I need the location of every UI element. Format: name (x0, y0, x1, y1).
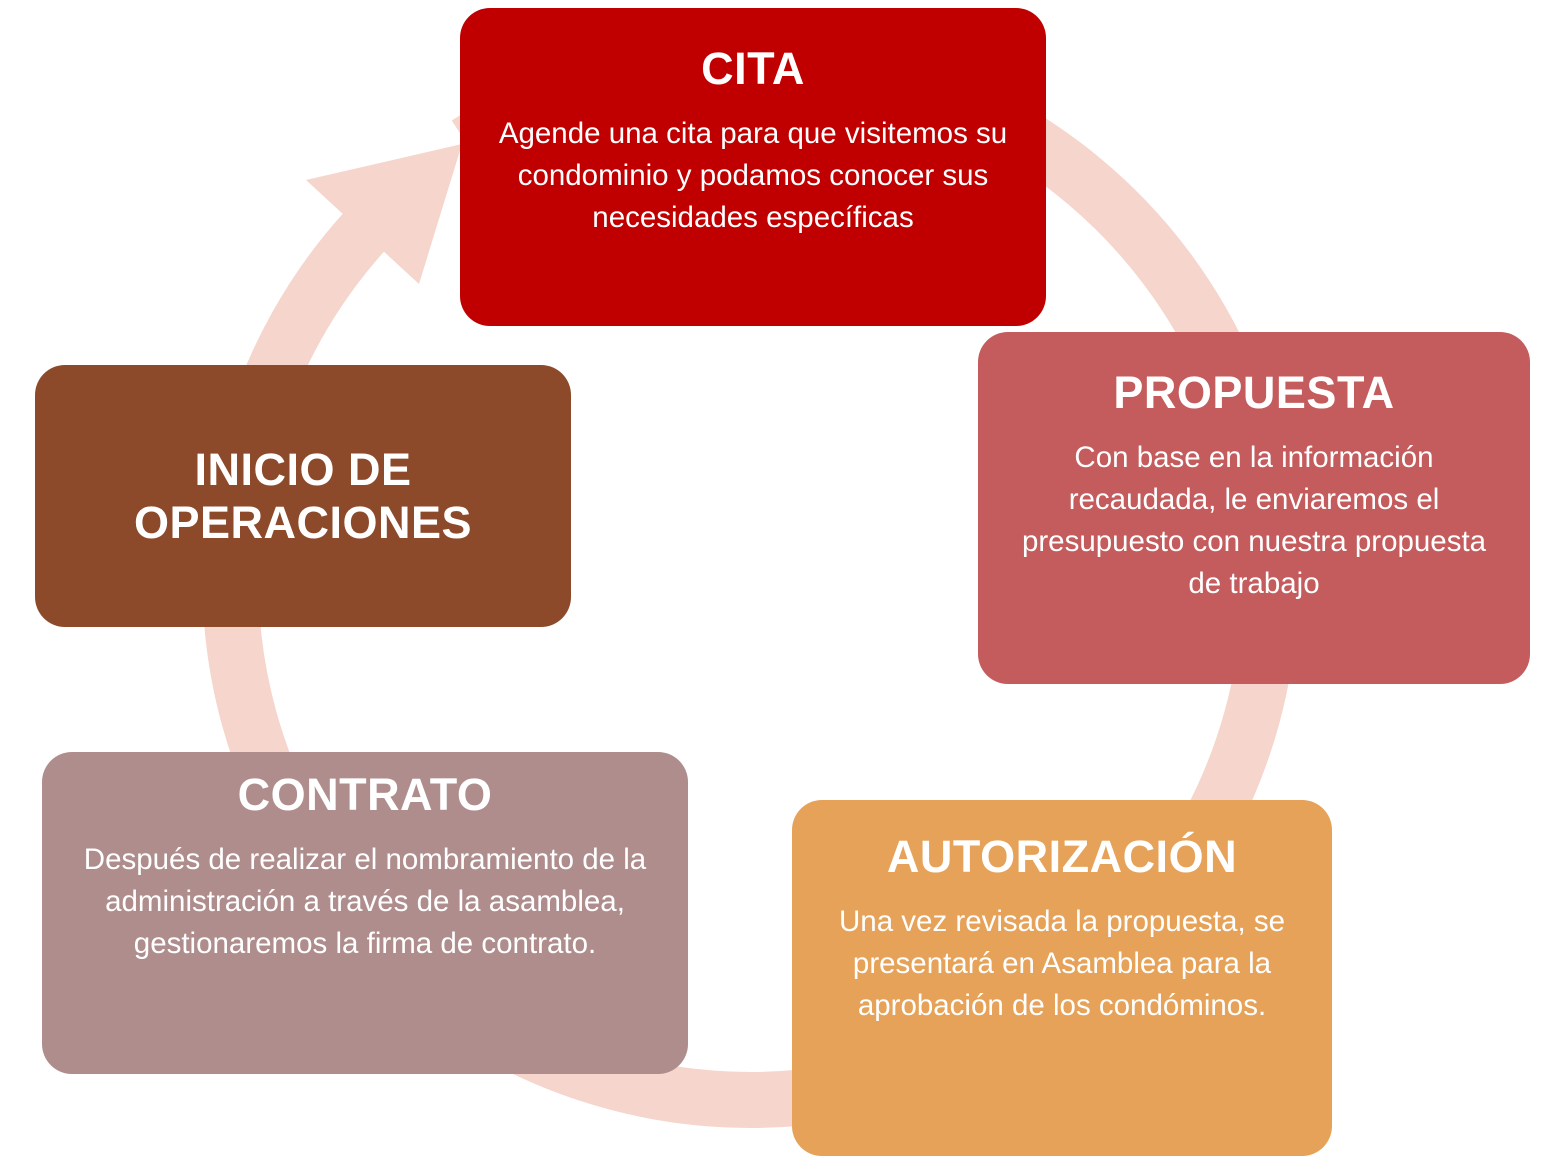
step-title: CITA (701, 43, 805, 94)
step-title: CONTRATO (237, 769, 493, 820)
step-box-contrato: CONTRATO Después de realizar el nombrami… (42, 752, 688, 1074)
step-title: INICIO DE OPERACIONES (133, 443, 473, 548)
step-title: PROPUESTA (1113, 367, 1395, 418)
step-title: AUTORIZACIÓN (886, 831, 1238, 882)
step-body: Agende una cita para que visitemos su co… (498, 117, 1008, 234)
step-body: Después de realizar el nombramiento de l… (83, 843, 647, 960)
step-box-inicio-de-operaciones: INICIO DE OPERACIONES (35, 365, 571, 627)
step-body: Una vez revisada la propuesta, se presen… (838, 905, 1286, 1022)
step-body: Con base en la información recaudada, le… (1021, 441, 1487, 600)
step-box-cita: CITA Agende una cita para que visitemos … (460, 8, 1046, 326)
step-box-autorizacion: AUTORIZACIÓN Una vez revisada la propues… (792, 800, 1332, 1156)
step-box-propuesta: PROPUESTA Con base en la información rec… (978, 332, 1530, 684)
cycle-arrow-head-icon (306, 144, 462, 284)
